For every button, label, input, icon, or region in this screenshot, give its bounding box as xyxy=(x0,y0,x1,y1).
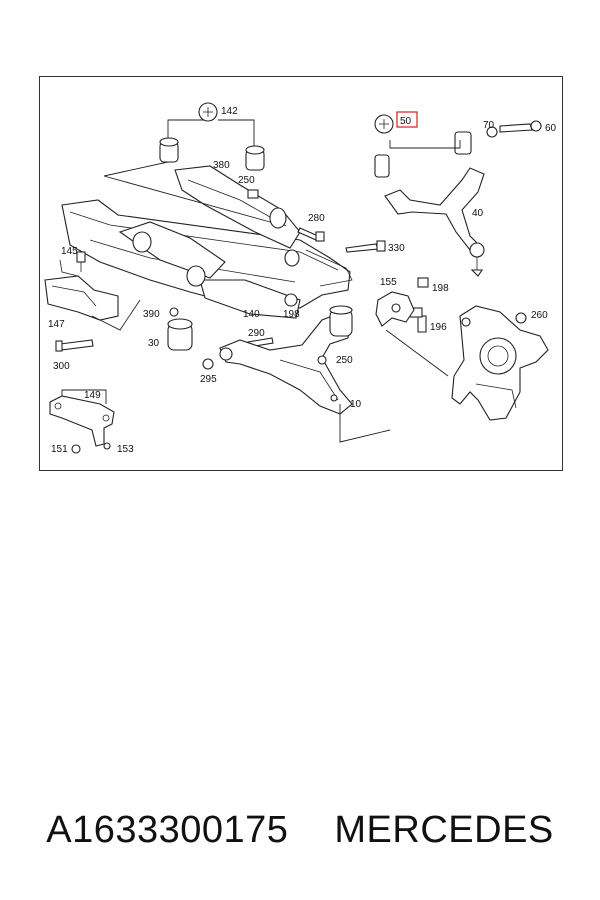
part-number: A1633300175 xyxy=(46,808,289,851)
bushing-pair-142 xyxy=(103,102,271,223)
callout-290: 290 xyxy=(248,328,265,339)
callout-50: 50 xyxy=(400,116,412,127)
callout-147: 147 xyxy=(48,319,65,330)
callout-330: 330 xyxy=(388,243,405,254)
callout-30: 30 xyxy=(148,338,160,349)
callout-295: 295 xyxy=(200,374,217,385)
bracket-155 xyxy=(375,291,449,377)
callout-260: 260 xyxy=(531,310,548,321)
callout-40: 40 xyxy=(472,208,484,219)
callout-labels: 142 50 70 60 380 250 280 40 330 145 155 … xyxy=(48,106,557,455)
callout-145: 145 xyxy=(61,246,78,257)
callout-280: 280 xyxy=(308,213,325,224)
callout-196: 196 xyxy=(430,322,447,333)
nuts xyxy=(169,293,527,370)
callout-10: 10 xyxy=(350,399,362,410)
steering-knuckle xyxy=(451,305,549,421)
callout-151: 151 xyxy=(51,444,68,455)
brand-name: MERCEDES xyxy=(334,808,554,851)
callout-198-left: 198 xyxy=(283,309,300,320)
callout-198-right: 198 xyxy=(432,283,449,294)
lower-control-arm xyxy=(219,305,391,443)
callout-60: 60 xyxy=(545,123,557,134)
highlight-box xyxy=(396,111,418,128)
callout-153: 153 xyxy=(117,444,134,455)
callout-380: 380 xyxy=(213,160,230,171)
callout-149: 149 xyxy=(84,390,101,401)
callout-300: 300 xyxy=(53,361,70,372)
upper-control-arm xyxy=(374,114,542,277)
bracket-149 xyxy=(49,389,115,454)
callout-250-top: 250 xyxy=(238,175,255,186)
callout-390: 390 xyxy=(143,309,160,320)
subframe xyxy=(61,165,353,319)
bushing-30 xyxy=(167,318,193,351)
caption: A1633300175 MERCEDES xyxy=(0,800,600,860)
callout-155: 155 xyxy=(380,277,397,288)
callout-140: 140 xyxy=(243,309,260,320)
callout-250-bottom: 250 xyxy=(336,355,353,366)
callout-70: 70 xyxy=(483,120,495,131)
callout-142: 142 xyxy=(221,106,238,117)
bracket-147 xyxy=(44,259,141,331)
